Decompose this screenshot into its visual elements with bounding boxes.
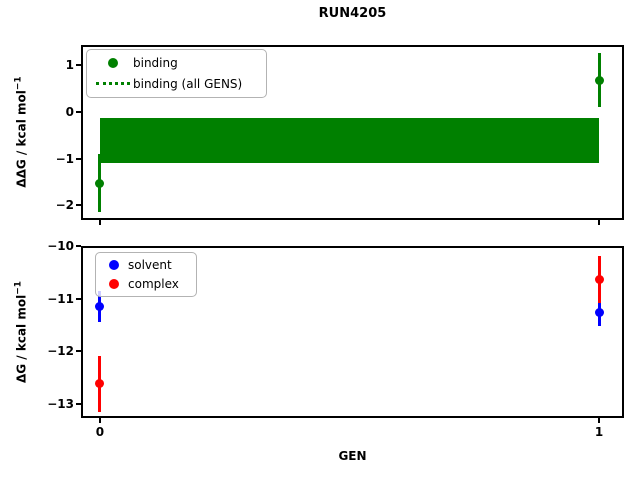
figure-title: RUN4205 bbox=[318, 6, 387, 21]
plot-frame-top bbox=[81, 45, 624, 220]
y-tick-label: −10 bbox=[47, 239, 74, 253]
bottom-plot-legend: solvent complex bbox=[95, 252, 197, 297]
binding-dot-icon bbox=[108, 58, 118, 69]
y-tick-label: −1 bbox=[55, 151, 74, 166]
legend-item-binding: binding bbox=[93, 56, 266, 70]
solvent-dot-icon bbox=[109, 260, 119, 270]
binding-all-gens-dotted-line-icon bbox=[96, 82, 130, 86]
y-tick-mark bbox=[76, 157, 81, 160]
complex-dot-icon bbox=[109, 279, 119, 289]
y-tick-label: −2 bbox=[55, 198, 74, 213]
y-tick-label: 1 bbox=[65, 58, 74, 73]
data-point-binding-gen1 bbox=[594, 75, 604, 85]
top-y-axis-label-text: ΔΔG / kcal mol bbox=[14, 90, 29, 188]
y-tick-mark bbox=[76, 64, 81, 67]
bottom-y-axis-label-exponent: −1 bbox=[13, 280, 24, 295]
y-tick-label: −13 bbox=[47, 396, 74, 411]
x-tick-label: 1 bbox=[594, 425, 604, 439]
y-tick-mark bbox=[76, 350, 81, 353]
y-tick-label: −12 bbox=[47, 344, 74, 359]
data-point-complex-gen1 bbox=[594, 275, 604, 285]
x-tick-label: 0 bbox=[95, 425, 105, 439]
top-y-axis-label: ΔΔG / kcal mol−1 bbox=[14, 76, 29, 187]
x-tick-mark bbox=[98, 418, 101, 423]
legend-swatch bbox=[100, 260, 128, 270]
plot-frame-bottom bbox=[81, 246, 624, 418]
bottom-y-axis-label-text: ΔG / kcal mol bbox=[14, 294, 29, 384]
legend-item-binding-all-gens: binding (all GENS) bbox=[93, 77, 266, 91]
data-point-solvent-gen0 bbox=[95, 301, 105, 311]
y-tick-label: 0 bbox=[65, 104, 74, 119]
y-tick-mark bbox=[76, 402, 81, 405]
x-tick-mark bbox=[598, 418, 601, 423]
x-axis-label: GEN bbox=[338, 449, 367, 463]
x-tick-mark bbox=[98, 220, 101, 225]
legend-swatch bbox=[93, 82, 133, 86]
y-tick-mark bbox=[76, 204, 81, 207]
top-y-axis-label-exponent: −1 bbox=[13, 76, 24, 91]
legend-swatch bbox=[93, 58, 133, 69]
legend-item-solvent: solvent bbox=[100, 258, 196, 272]
y-tick-mark bbox=[76, 297, 81, 300]
legend-swatch bbox=[100, 279, 128, 289]
data-point-binding-gen0 bbox=[95, 178, 105, 188]
legend-item-complex: complex bbox=[100, 277, 196, 291]
uncertainty-band-binding-all-gens bbox=[99, 118, 600, 164]
legend-label-binding-all-gens: binding (all GENS) bbox=[133, 76, 243, 91]
top-plot-legend: binding binding (all GENS) bbox=[86, 49, 267, 98]
data-point-complex-gen0 bbox=[95, 379, 105, 389]
bottom-y-axis-label: ΔG / kcal mol−1 bbox=[14, 281, 29, 383]
y-tick-mark bbox=[76, 110, 81, 113]
y-tick-label: −11 bbox=[47, 291, 74, 306]
y-tick-mark bbox=[76, 245, 81, 247]
x-tick-mark bbox=[598, 220, 601, 225]
legend-label-complex: complex bbox=[128, 277, 179, 291]
legend-label-solvent: solvent bbox=[128, 258, 172, 272]
data-point-solvent-gen1 bbox=[594, 307, 604, 317]
legend-label-binding: binding bbox=[133, 56, 178, 71]
